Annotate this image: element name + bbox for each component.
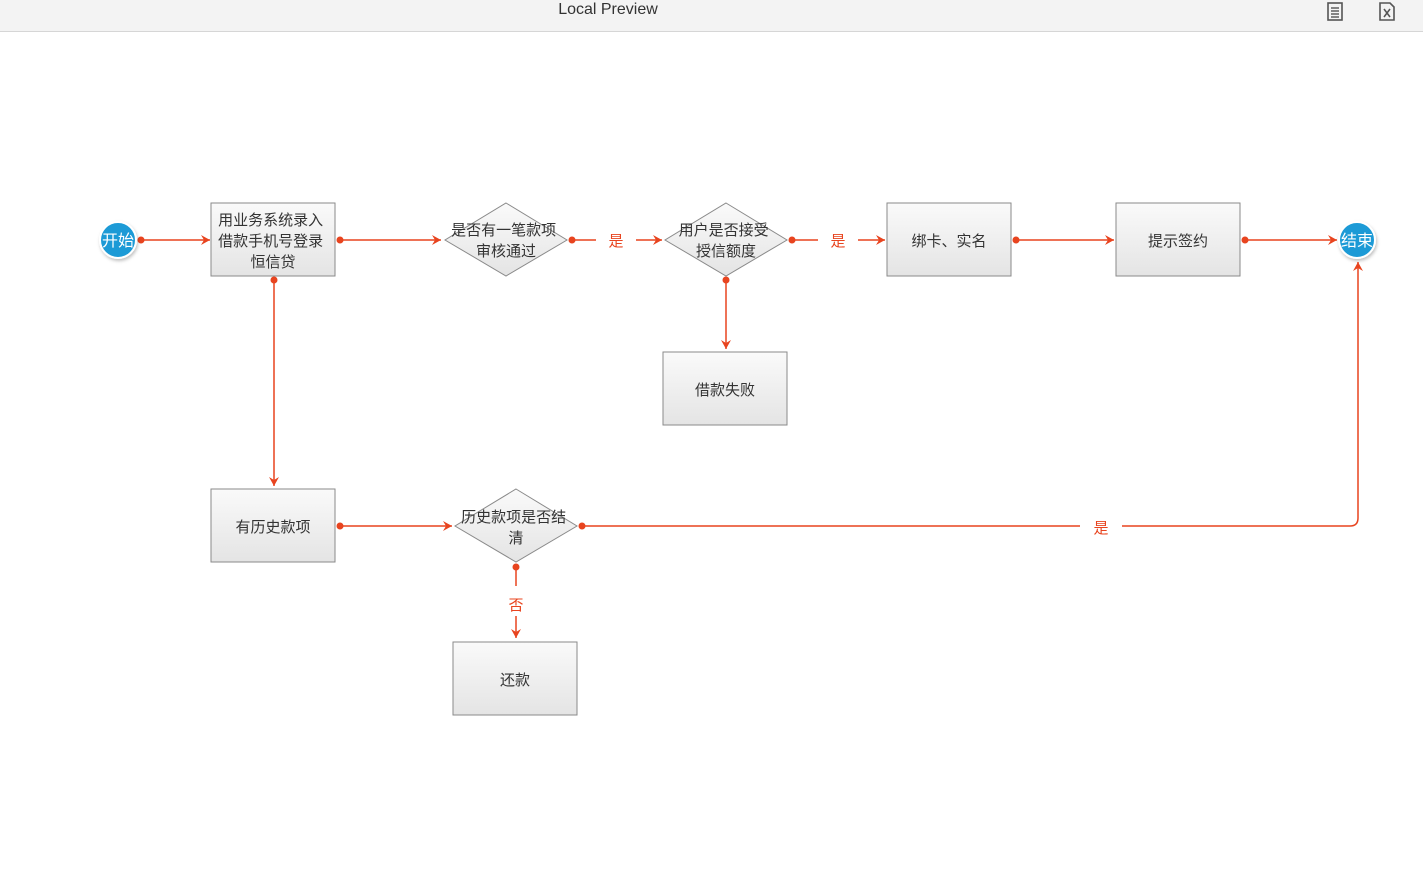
start-label: 开始 <box>102 231 134 250</box>
arrowhead <box>876 235 885 245</box>
svg-text:用户是否接受 授信额度: 用户是否接受 授信额度 <box>679 221 774 260</box>
close-export-icon[interactable] <box>1375 0 1399 24</box>
connector-dot <box>512 563 520 571</box>
connector-dot <box>568 236 576 244</box>
connector-dot <box>336 522 344 530</box>
document-list-icon[interactable] <box>1323 0 1347 24</box>
bind-card-label: 绑卡、实名 <box>911 232 986 250</box>
connector-dot <box>722 276 730 284</box>
edge-label-audit-yes: 是 <box>608 232 623 250</box>
settled-label-line1: 历史款项是否结 <box>461 508 566 526</box>
connector-dot <box>1012 236 1020 244</box>
arrowhead <box>443 521 452 531</box>
arrowhead <box>653 235 662 245</box>
edge-label-credit-yes: 是 <box>830 232 845 250</box>
history-box[interactable]: 有历史款项 <box>210 488 336 563</box>
loan-fail-box[interactable]: 借款失败 <box>662 351 788 426</box>
audit-label-line2: 审核通过 <box>476 242 536 260</box>
arrowhead <box>511 629 521 638</box>
flowchart: 是 是 是 否 开始 结束 用业务系统录入 借款手机号登录 恒信贷 绑卡、实名 … <box>99 202 1376 716</box>
connector-dot <box>1241 236 1249 244</box>
arrowhead <box>201 235 210 245</box>
svg-text:用业务系统录入 借款手机号登录 恒信: 用业务系统录入 借款手机号登录 恒信贷 <box>218 211 328 271</box>
repay-box[interactable]: 还款 <box>452 641 578 716</box>
svg-text:历史款项是否结 清: 历史款项是否结 清 <box>461 508 571 547</box>
bind-card-box[interactable]: 绑卡、实名 <box>886 202 1012 277</box>
connector-dot <box>137 236 145 244</box>
connector-dot <box>578 522 586 530</box>
history-label: 有历史款项 <box>235 518 310 536</box>
repay-label: 还款 <box>500 671 530 689</box>
settled-decision[interactable]: 历史款项是否结 清 <box>454 488 578 563</box>
edge-label-settled-no: 否 <box>508 596 523 614</box>
arrowhead <box>1328 235 1337 245</box>
diagram-canvas: 是 是 是 否 开始 结束 用业务系统录入 借款手机号登录 恒信贷 绑卡、实名 … <box>0 33 1423 872</box>
entry-box[interactable]: 用业务系统录入 借款手机号登录 恒信贷 <box>210 202 336 277</box>
edge-label-settled-yes: 是 <box>1093 519 1108 537</box>
svg-text:是否有一笔款项 审核通过: 是否有一笔款项 审核通过 <box>451 221 561 260</box>
entry-label-line1: 用业务系统录入 <box>218 211 323 229</box>
connector-dot <box>270 276 278 284</box>
entry-label-line3: 恒信贷 <box>250 253 295 271</box>
connector-dot <box>788 236 796 244</box>
connectors <box>141 239 1359 638</box>
arrowhead <box>721 340 731 349</box>
sign-box[interactable]: 提示签约 <box>1115 202 1241 277</box>
connector-dots <box>137 236 1249 571</box>
audit-label-line1: 是否有一笔款项 <box>451 221 556 239</box>
entry-label-line2: 借款手机号登录 <box>218 232 323 250</box>
sign-label: 提示签约 <box>1148 232 1208 250</box>
start-node[interactable]: 开始 <box>99 221 137 259</box>
arrowhead <box>269 477 279 486</box>
edge-labels: 是 是 是 否 <box>508 232 1108 614</box>
edge-settled-end-b <box>1122 262 1359 527</box>
arrowheads <box>201 235 1363 638</box>
credit-decision[interactable]: 用户是否接受 授信额度 <box>664 202 788 277</box>
connector-dot <box>336 236 344 244</box>
window-title: Local Preview <box>558 1 658 18</box>
end-node[interactable]: 结束 <box>1338 221 1376 259</box>
credit-label-line2: 授信额度 <box>696 242 756 260</box>
title-bar: Local Preview <box>0 0 1423 32</box>
loan-fail-label: 借款失败 <box>695 381 755 399</box>
settled-label-line2: 清 <box>508 529 523 547</box>
arrowhead <box>1353 262 1363 271</box>
arrowhead <box>1105 235 1114 245</box>
audit-decision[interactable]: 是否有一笔款项 审核通过 <box>444 202 568 277</box>
end-label: 结束 <box>1341 231 1373 250</box>
credit-label-line1: 用户是否接受 <box>679 221 769 239</box>
arrowhead <box>432 235 441 245</box>
